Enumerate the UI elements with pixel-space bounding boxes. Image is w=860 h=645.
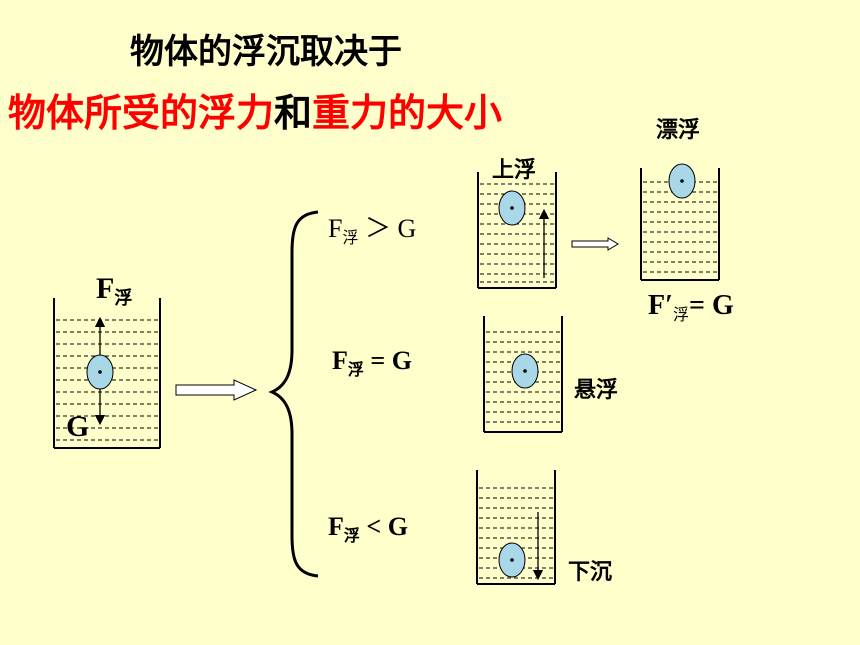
container-float [640, 163, 720, 281]
curly-brace [268, 210, 319, 578]
left-container [53, 298, 161, 449]
float-equation: F′浮= G [648, 290, 734, 324]
title-gravity: 重力的大小 [312, 91, 503, 135]
title-and: 和 [274, 91, 313, 135]
condition-less: F浮 < G [328, 512, 408, 545]
condition-greater: F浮 ＞ G [328, 214, 417, 247]
condition-equal: F浮 = G [332, 346, 412, 379]
label-sink: 下沉 [568, 560, 613, 585]
container-sink [476, 470, 556, 585]
container-rise [477, 172, 557, 289]
title-line1: 物体的浮沉取决于 [130, 32, 402, 72]
label-rise: 上浮 [492, 158, 537, 183]
small-arrow [571, 237, 619, 251]
title-line2: 物体所受的浮力和重力的大小 [8, 82, 502, 137]
water-lines [56, 319, 158, 441]
label-g-left: G [66, 410, 90, 443]
label-float: 漂浮 [656, 118, 701, 143]
container-suspend [483, 316, 563, 433]
label-suspend: 悬浮 [574, 378, 619, 403]
label-f-left: F浮 [96, 272, 133, 309]
big-arrow [175, 379, 258, 401]
title-buoyancy: 物体所受的浮力 [8, 91, 275, 135]
